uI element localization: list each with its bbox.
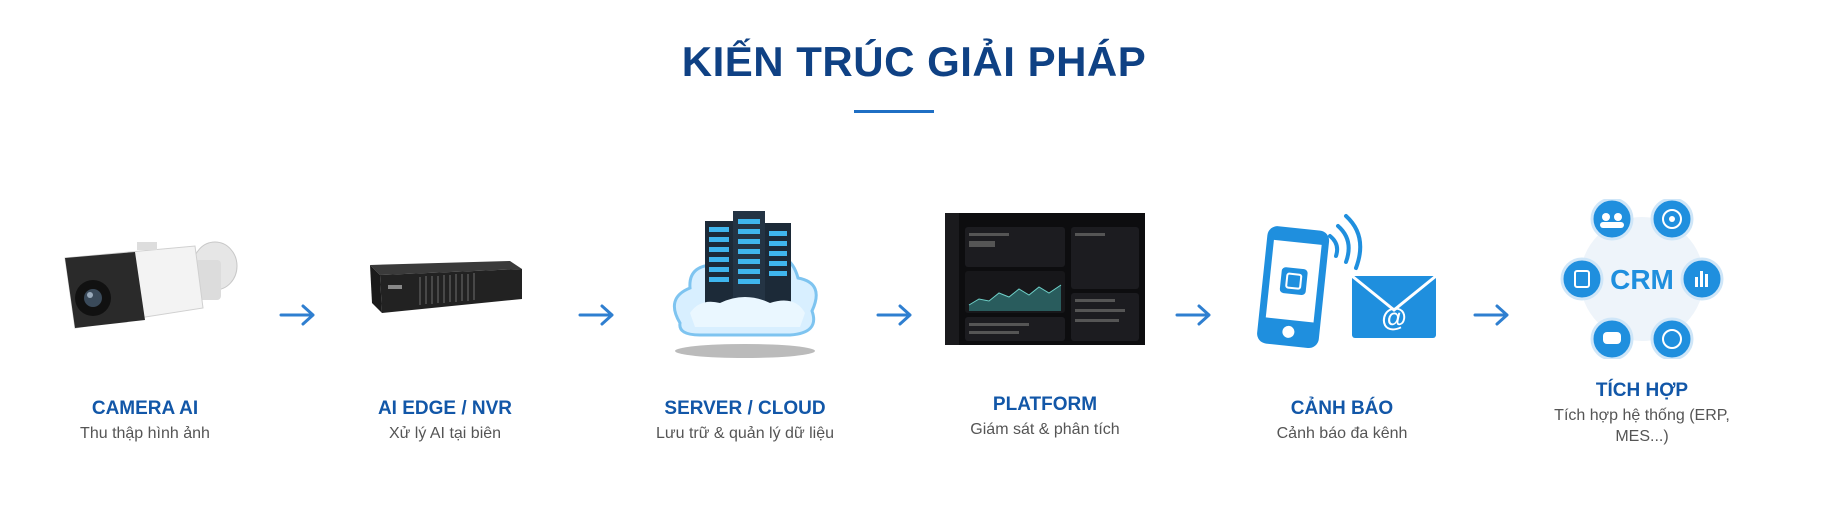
- step-ai-edge-nvr: AI EDGE / NVR Xử lý AI tại biên: [325, 195, 565, 444]
- server-cloud-icon: [672, 210, 818, 358]
- step-server-cloud: SERVER / CLOUD Lưu trữ & quản lý dữ liệu: [625, 195, 865, 444]
- step-label: AI EDGE / NVR: [377, 398, 513, 419]
- step-tich-hop: CRM TÍCH HỢP Tích hợp hệ thống (ERP, MES…: [1522, 195, 1762, 447]
- crm-hub-icon: CRM: [1560, 198, 1724, 359]
- step-label: TÍCH HỢP: [1595, 380, 1689, 401]
- arrow-right-icon: [1473, 304, 1509, 326]
- step-desc: Cảnh báo đa kênh: [1276, 425, 1408, 442]
- step-desc: Lưu trữ & quản lý dữ liệu: [656, 425, 834, 442]
- title-underline: [854, 110, 934, 113]
- step-label: CẢNH BÁO: [1290, 398, 1394, 419]
- step-camera-ai: CAMERA AI Thu thập hình ảnh: [25, 195, 265, 444]
- page-title: KIẾN TRÚC GIẢI PHÁP: [681, 38, 1147, 85]
- arrow-right-icon: [279, 304, 315, 326]
- step-desc: Tích hợp hệ thống (ERP, MES...): [1554, 407, 1730, 445]
- step-platform: PLATFORM Giám sát & phân tích: [925, 195, 1165, 440]
- step-desc: Giám sát & phân tích: [970, 421, 1120, 438]
- step-label: PLATFORM: [992, 394, 1098, 415]
- step-desc: Thu thập hình ảnh: [80, 425, 210, 442]
- dashboard-screen-icon: [945, 212, 1145, 345]
- arrow-right-icon: [1175, 304, 1211, 326]
- arrow-right-icon: [578, 304, 614, 326]
- step-label: CAMERA AI: [91, 398, 199, 419]
- crm-text: CRM: [1610, 264, 1674, 295]
- bullet-camera-icon: [64, 241, 238, 329]
- step-desc: Xử lý AI tại biên: [388, 425, 502, 442]
- svg-text:@: @: [1381, 302, 1406, 332]
- arrow-right-icon: [876, 304, 912, 326]
- step-label: SERVER / CLOUD: [664, 398, 826, 419]
- phone-mail-alert-icon: @: [1257, 213, 1437, 348]
- step-canh-bao: @ CẢNH BÁO Cảnh báo đa kênh: [1222, 195, 1462, 444]
- nvr-box-icon: [370, 260, 522, 313]
